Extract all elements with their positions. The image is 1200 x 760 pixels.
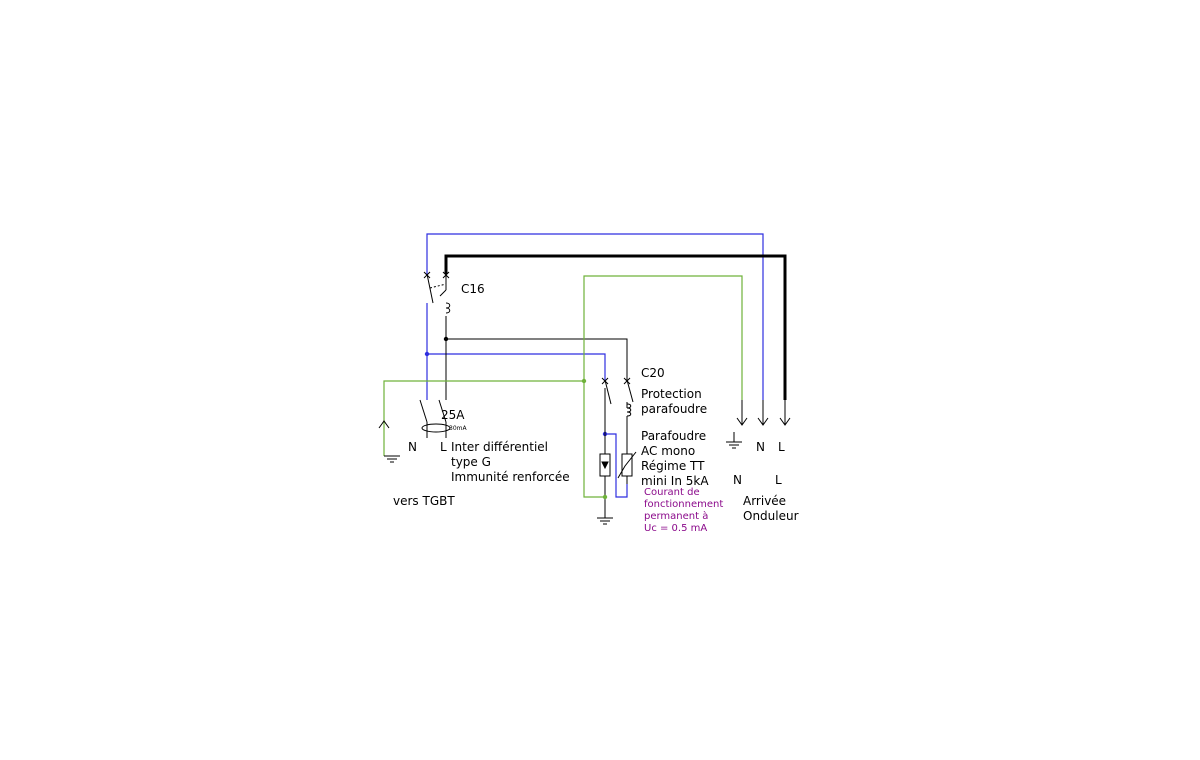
earth-junction-dot [581, 378, 587, 384]
spd-line4-label: mini In 5kA [641, 474, 709, 488]
rcd-line1-label: Inter différentiel [451, 440, 548, 454]
rating-25a-label: 25A [441, 408, 465, 422]
note-line3-label: permanent à [644, 511, 709, 522]
phase-conductor [444, 254, 787, 516]
note-line4-label: Uc = 0.5 mA [644, 523, 708, 534]
spd-line2-label: AC mono [641, 444, 696, 458]
thermal-coil-icon [626, 403, 632, 417]
breaker-c16 [423, 271, 451, 314]
rcd-line2-label: type G [451, 455, 491, 469]
earth-symbol-icon [384, 455, 400, 463]
thermal-coil-icon [445, 302, 451, 314]
earth-junction-dot [602, 494, 608, 500]
spd-line3-label: Régime TT [641, 459, 705, 473]
n-bottom-label: N [733, 473, 742, 487]
n-left-label: N [408, 440, 417, 454]
toroid-icon [421, 423, 451, 433]
rcd-line3-label: Immunité renforcée [451, 470, 570, 484]
c20-label: C20 [641, 366, 665, 380]
prot-line1-label: Protection [641, 387, 702, 401]
note-line1-label: Courant de [644, 487, 700, 498]
arrivee-line2-label: Onduleur [743, 509, 799, 523]
l-left-label: L [440, 440, 447, 454]
arrivee-line1-label: Arrivée [743, 494, 787, 508]
arrow-down-icon [779, 400, 791, 426]
n-top-label: N [756, 440, 765, 454]
spd-line1-label: Parafoudre [641, 429, 707, 443]
arrow-down-icon [757, 400, 769, 426]
varistor-icon [617, 451, 637, 484]
earth-symbol-icon [597, 516, 613, 525]
l-top-label: L [778, 440, 785, 454]
arrow-up-icon [378, 420, 390, 429]
breaker-c20 [601, 377, 634, 417]
phase-junction-dot [443, 336, 449, 342]
neutral-junction-dot [424, 351, 430, 357]
note-line2-label: fonctionnement [644, 499, 724, 510]
c16-label: C16 [461, 282, 485, 296]
vers-tgbt-label: vers TGBT [393, 494, 455, 508]
earth-conductor [383, 275, 743, 498]
neutral-conductor [426, 233, 764, 498]
rcd-25a [419, 399, 451, 438]
spark-gap-icon [599, 453, 611, 477]
earth-symbol-icon [726, 432, 742, 449]
sensitivity-label: 30mA [449, 425, 467, 432]
prot-line2-label: parafoudre [641, 402, 708, 416]
l-bottom-label: L [775, 473, 782, 487]
arrow-down-icon [736, 400, 748, 426]
